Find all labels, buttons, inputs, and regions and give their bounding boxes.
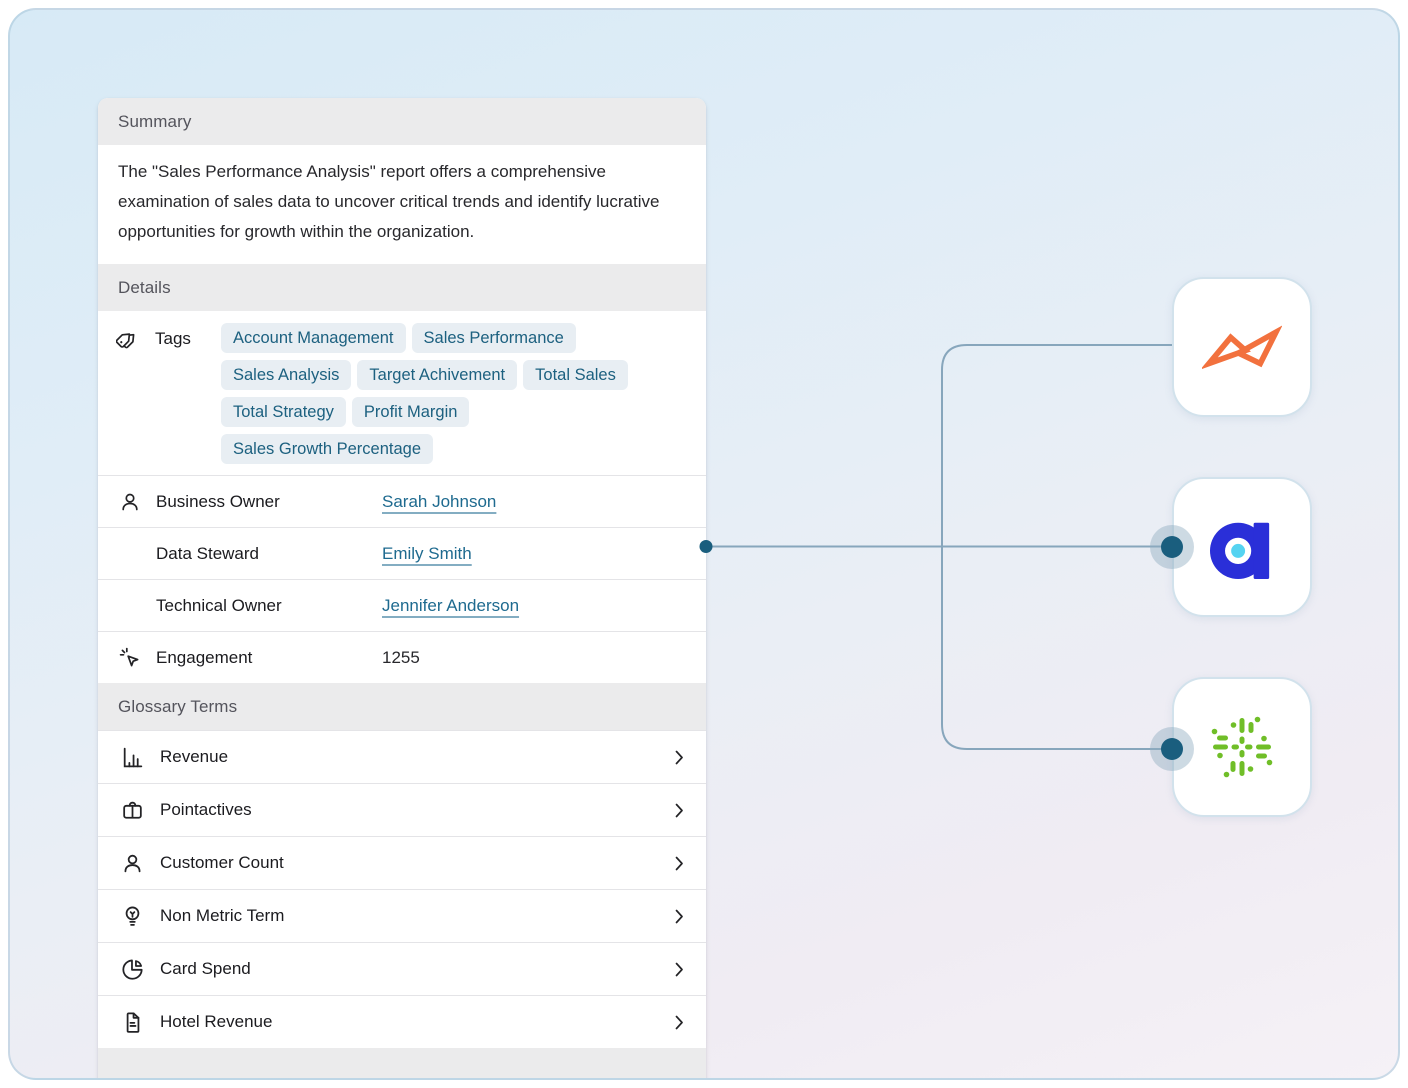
chevron-right-icon: [675, 962, 684, 977]
summary-header-label: Summary: [118, 111, 192, 131]
chevron-right-icon: [675, 856, 684, 871]
details-header-label: Details: [118, 277, 171, 297]
tag-pill[interactable]: Profit Margin: [351, 397, 470, 427]
green-plaid-logo: [1210, 715, 1274, 779]
tags-label: Tags: [155, 329, 191, 348]
data-steward-link[interactable]: Emily Smith: [382, 543, 472, 563]
integration-tile-bowtie: [1172, 277, 1312, 417]
business-owner-row: Business Owner Sarah Johnson: [98, 475, 706, 527]
glossary-term-row[interactable]: Hotel Revenue: [98, 995, 706, 1048]
bar-chart-icon: [120, 745, 160, 770]
engagement-row: Engagement 1255: [98, 631, 706, 683]
engagement-label: Engagement: [156, 647, 253, 667]
person-icon: [118, 490, 156, 514]
summary-text: The "Sales Performance Analysis" report …: [118, 162, 660, 241]
chevron-right-icon: [675, 1015, 684, 1030]
technical-owner-link[interactable]: Jennifer Anderson: [382, 595, 520, 615]
glossary-term-row[interactable]: Non Metric Term: [98, 889, 706, 942]
atlan-logo: [1210, 514, 1274, 580]
lightbulb-icon: [120, 904, 160, 929]
integration-tile-plaid: [1172, 677, 1312, 817]
details-section-header: Details: [98, 264, 706, 311]
owner-role-label: Technical Owner: [156, 595, 282, 615]
canvas-background: Summary The "Sales Performance Analysis"…: [8, 8, 1400, 1080]
tag-pill-list: Account Management Sales Performance Sal…: [221, 323, 686, 464]
summary-body: The "Sales Performance Analysis" report …: [98, 145, 706, 264]
data-steward-row: Data Steward Emily Smith: [98, 527, 706, 579]
next-section-header-cropped: [98, 1048, 706, 1078]
pie-chart-icon: [120, 957, 160, 982]
tag-pill[interactable]: Target Achivement: [357, 360, 518, 390]
glossary-term-row[interactable]: Card Spend: [98, 942, 706, 995]
tag-pill[interactable]: Sales Performance: [411, 323, 576, 353]
owner-role-label: Business Owner: [156, 491, 280, 511]
tags-row: Tags Account Management Sales Performanc…: [98, 311, 706, 475]
person-icon: [120, 851, 160, 876]
business-owner-link[interactable]: Sarah Johnson: [382, 491, 497, 511]
tag-pill[interactable]: Account Management: [221, 323, 406, 353]
document-icon: [120, 1010, 160, 1035]
integration-tile-atlan: [1172, 477, 1312, 617]
briefcase-icon: [120, 798, 160, 823]
glossary-header-label: Glossary Terms: [118, 696, 238, 716]
orange-bowtie-logo: [1202, 324, 1282, 370]
tag-pill[interactable]: Total Strategy: [221, 397, 346, 427]
chevron-right-icon: [675, 909, 684, 924]
glossary-term-row[interactable]: Revenue: [98, 730, 706, 783]
tags-icon: [116, 325, 142, 351]
tag-pill[interactable]: Total Sales: [523, 360, 628, 390]
tag-pill[interactable]: Sales Growth Percentage: [221, 434, 434, 464]
owner-role-label: Data Steward: [156, 543, 259, 563]
summary-section-header: Summary: [98, 98, 706, 145]
glossary-term-row[interactable]: Pointactives: [98, 783, 706, 836]
technical-owner-row: Technical Owner Jennifer Anderson: [98, 579, 706, 631]
tag-pill[interactable]: Sales Analysis: [221, 360, 352, 390]
glossary-section-header: Glossary Terms: [98, 683, 706, 730]
glossary-term-row[interactable]: Customer Count: [98, 836, 706, 889]
chevron-right-icon: [675, 750, 684, 765]
cursor-click-icon: [118, 646, 156, 670]
asset-detail-card: Summary The "Sales Performance Analysis"…: [98, 98, 706, 1078]
engagement-value: 1255: [382, 647, 420, 667]
chevron-right-icon: [675, 803, 684, 818]
